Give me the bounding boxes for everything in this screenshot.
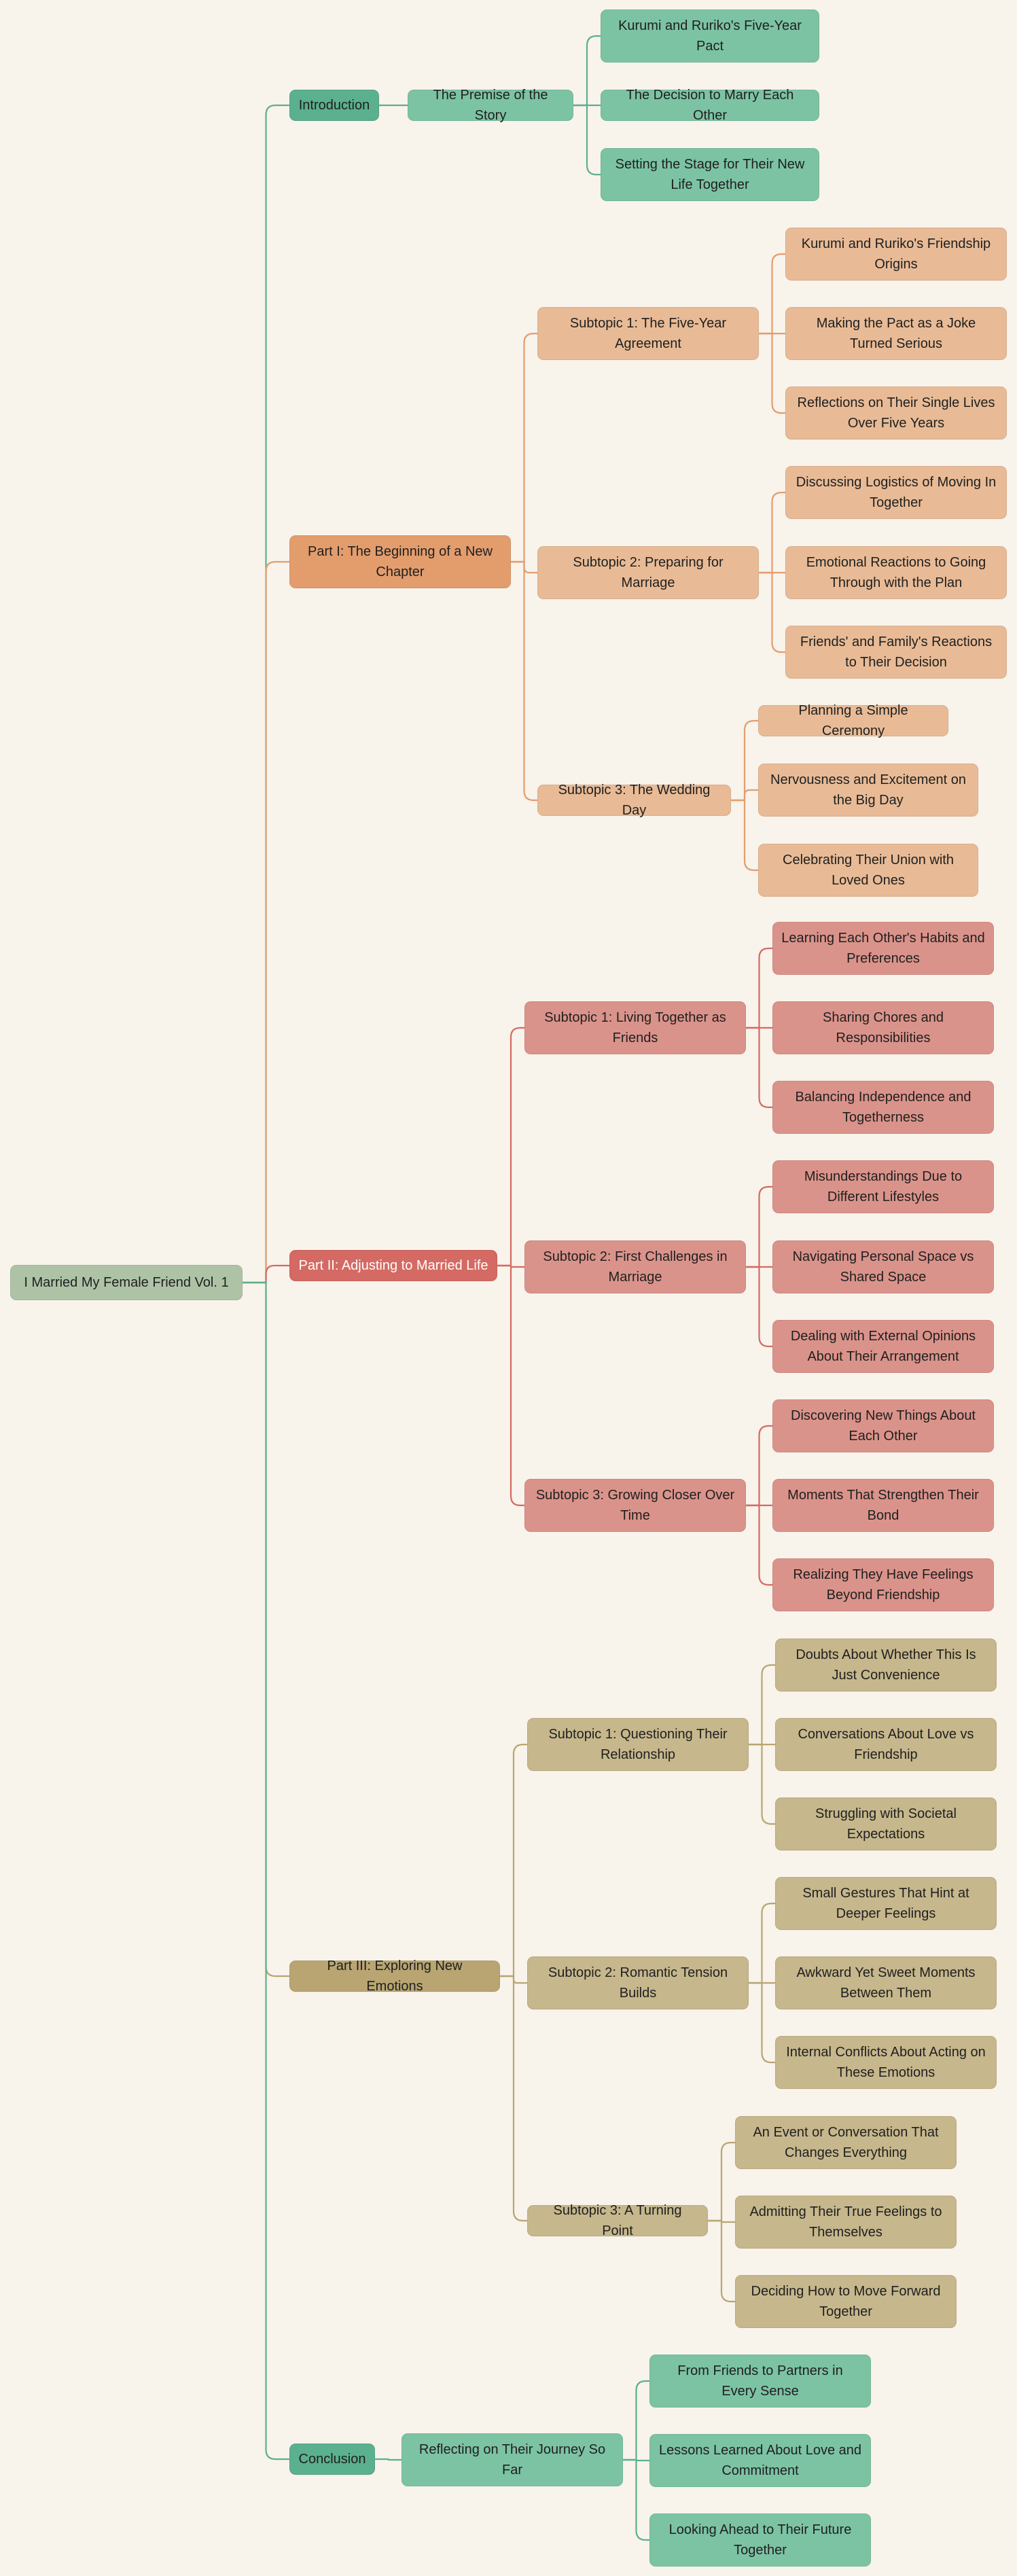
leaf-node[interactable]: An Event or Conversation That Changes Ev… bbox=[735, 2116, 957, 2169]
subtopic-leaf-connector bbox=[759, 491, 785, 574]
subtopic-leaf-connector bbox=[623, 2380, 649, 2461]
subtopic-leaf-connector bbox=[749, 1982, 775, 2064]
leaf-node[interactable]: From Friends to Partners in Every Sense bbox=[649, 2355, 871, 2408]
subtopic-leaf-connector bbox=[746, 1425, 772, 1507]
leaf-node[interactable]: Balancing Independence and Togetherness bbox=[772, 1081, 994, 1134]
leaf-node[interactable]: Setting the Stage for Their New Life Tog… bbox=[601, 148, 819, 201]
subtopic-reflecting-journey[interactable]: Reflecting on Their Journey So Far bbox=[402, 2433, 623, 2486]
leaf-node[interactable]: Kurumi and Ruriko's Five-Year Pact bbox=[601, 10, 819, 62]
leaf-node[interactable]: Discussing Logistics of Moving In Togeth… bbox=[785, 466, 1007, 519]
subtopic-leaf-connector bbox=[759, 332, 785, 414]
branch-subtopic-connector bbox=[500, 1743, 527, 1978]
leaf-node[interactable]: Looking Ahead to Their Future Together bbox=[649, 2514, 871, 2566]
branch-part-3[interactable]: Part III: Exploring New Emotions bbox=[289, 1958, 500, 1994]
subtopic-leaf-connector bbox=[746, 1266, 772, 1348]
subtopic-leaf-connector bbox=[731, 789, 758, 802]
subtopic-node[interactable]: Subtopic 3: The Wedding Day bbox=[537, 783, 731, 818]
root-branch-connector bbox=[243, 1264, 289, 1284]
leaf-node[interactable]: Misunderstandings Due to Different Lifes… bbox=[772, 1160, 994, 1213]
leaf-node[interactable]: Reflections on Their Single Lives Over F… bbox=[785, 387, 1007, 440]
subtopic-leaf-connector bbox=[731, 799, 758, 872]
branch-conclusion[interactable]: Conclusion bbox=[289, 2444, 375, 2475]
leaf-node[interactable]: Admitting Their True Feelings to Themsel… bbox=[735, 2196, 957, 2249]
subtopic-leaf-connector bbox=[708, 2219, 735, 2303]
subtopic-node[interactable]: Subtopic 1: The Five-Year Agreement bbox=[537, 307, 759, 360]
leaf-node[interactable]: Discovering New Things About Each Other bbox=[772, 1399, 994, 1452]
subtopic-leaf-connector bbox=[746, 1026, 772, 1109]
subtopic-premise-of-story[interactable]: The Premise of the Story bbox=[408, 88, 573, 123]
branch-part-1[interactable]: Part I: The Beginning of a New Chapter bbox=[289, 535, 511, 588]
leaf-node[interactable]: Awkward Yet Sweet Moments Between Them bbox=[775, 1956, 997, 2009]
branch-subtopic-connector bbox=[511, 560, 537, 802]
subtopic-leaf-connector bbox=[746, 1504, 772, 1586]
leaf-node[interactable]: Friends' and Family's Reactions to Their… bbox=[785, 626, 1007, 679]
branch-subtopic-connector bbox=[511, 332, 537, 563]
root-node[interactable]: I Married My Female Friend Vol. 1 bbox=[10, 1265, 243, 1300]
subtopic-leaf-connector bbox=[623, 2458, 649, 2541]
root-branch-connector bbox=[243, 1281, 289, 2461]
leaf-node[interactable]: Internal Conflicts About Acting on These… bbox=[775, 2036, 997, 2089]
subtopic-node[interactable]: Subtopic 2: Preparing for Marriage bbox=[537, 546, 759, 599]
subtopic-leaf-connector bbox=[708, 2141, 735, 2222]
subtopic-leaf-connector bbox=[749, 1902, 775, 1984]
leaf-node[interactable]: Navigating Personal Space vs Shared Spac… bbox=[772, 1240, 994, 1293]
leaf-node[interactable]: Realizing They Have Feelings Beyond Frie… bbox=[772, 1558, 994, 1611]
leaf-node[interactable]: Small Gestures That Hint at Deeper Feeli… bbox=[775, 1877, 997, 1930]
subtopic-node[interactable]: Subtopic 3: Growing Closer Over Time bbox=[524, 1479, 746, 1532]
leaf-node[interactable]: Dealing with External Opinions About The… bbox=[772, 1320, 994, 1373]
subtopic-leaf-connector bbox=[731, 719, 758, 802]
leaf-node[interactable]: Moments That Strengthen Their Bond bbox=[772, 1479, 994, 1532]
leaf-node[interactable]: Doubts About Whether This Is Just Conven… bbox=[775, 1639, 997, 1692]
subtopic-leaf-connector bbox=[749, 1743, 775, 1825]
subtopic-leaf-connector bbox=[573, 35, 601, 107]
subtopic-node[interactable]: Subtopic 1: Questioning Their Relationsh… bbox=[527, 1718, 749, 1771]
subtopic-node[interactable]: Subtopic 2: Romantic Tension Builds bbox=[527, 1956, 749, 2009]
branch-part-2[interactable]: Part II: Adjusting to Married Life bbox=[289, 1250, 497, 1281]
subtopic-leaf-connector bbox=[749, 1664, 775, 1746]
subtopic-node[interactable]: Subtopic 3: A Turning Point bbox=[527, 2203, 708, 2238]
branch-subtopic-connector bbox=[500, 1975, 527, 2222]
branch-subtopic-connector bbox=[497, 1026, 524, 1267]
branch-introduction[interactable]: Introduction bbox=[289, 90, 379, 121]
leaf-node[interactable]: Deciding How to Move Forward Together bbox=[735, 2275, 957, 2328]
subtopic-leaf-connector bbox=[746, 947, 772, 1029]
branch-subtopic-connector bbox=[375, 2458, 402, 2461]
leaf-node[interactable]: Planning a Simple Ceremony bbox=[758, 703, 948, 738]
leaf-node[interactable]: Lessons Learned About Love and Commitmen… bbox=[649, 2434, 871, 2487]
leaf-node[interactable]: Struggling with Societal Expectations bbox=[775, 1797, 997, 1850]
branch-subtopic-connector bbox=[497, 1264, 524, 1507]
subtopic-leaf-connector bbox=[573, 104, 601, 176]
leaf-node[interactable]: Making the Pact as a Joke Turned Serious bbox=[785, 307, 1007, 360]
leaf-node[interactable]: Conversations About Love vs Friendship bbox=[775, 1718, 997, 1771]
subtopic-leaf-connector bbox=[759, 253, 785, 335]
leaf-node[interactable]: Celebrating Their Union with Loved Ones bbox=[758, 844, 978, 897]
leaf-node[interactable]: Emotional Reactions to Going Through wit… bbox=[785, 546, 1007, 599]
leaf-node[interactable]: Nervousness and Excitement on the Big Da… bbox=[758, 764, 978, 817]
leaf-node[interactable]: The Decision to Marry Each Other bbox=[601, 88, 819, 123]
subtopic-leaf-connector bbox=[759, 571, 785, 654]
leaf-node[interactable]: Sharing Chores and Responsibilities bbox=[772, 1001, 994, 1054]
subtopic-node[interactable]: Subtopic 1: Living Together as Friends bbox=[524, 1001, 746, 1054]
leaf-node[interactable]: Learning Each Other's Habits and Prefere… bbox=[772, 922, 994, 975]
leaf-node[interactable]: Kurumi and Ruriko's Friendship Origins bbox=[785, 228, 1007, 281]
subtopic-node[interactable]: Subtopic 2: First Challenges in Marriage bbox=[524, 1240, 746, 1293]
root-branch-connector bbox=[243, 104, 289, 1284]
root-branch-connector bbox=[243, 560, 289, 1284]
subtopic-leaf-connector bbox=[746, 1185, 772, 1268]
